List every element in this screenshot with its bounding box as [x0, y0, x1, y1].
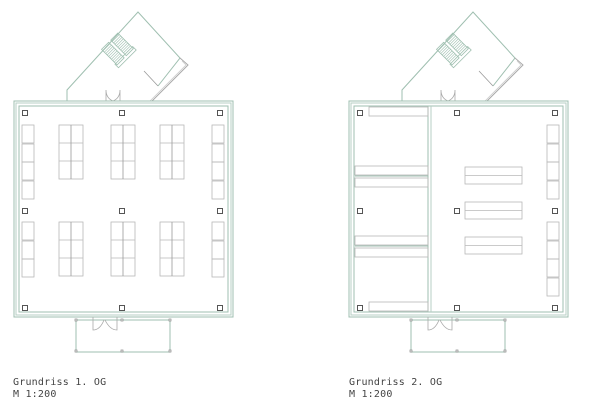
- plan-title: Grundriss 1. OG: [13, 377, 107, 388]
- plan-title: Grundriss 2. OG: [349, 377, 443, 388]
- plan-og1: [13, 11, 234, 353]
- caption-og2: Grundriss 2. OG M 1:200: [349, 377, 442, 401]
- plan-scale: M 1:200: [349, 389, 393, 400]
- plan-og2: [348, 11, 569, 353]
- caption-og1: Grundriss 1. OG M 1:200: [13, 377, 106, 401]
- plan-scale: M 1:200: [13, 389, 57, 400]
